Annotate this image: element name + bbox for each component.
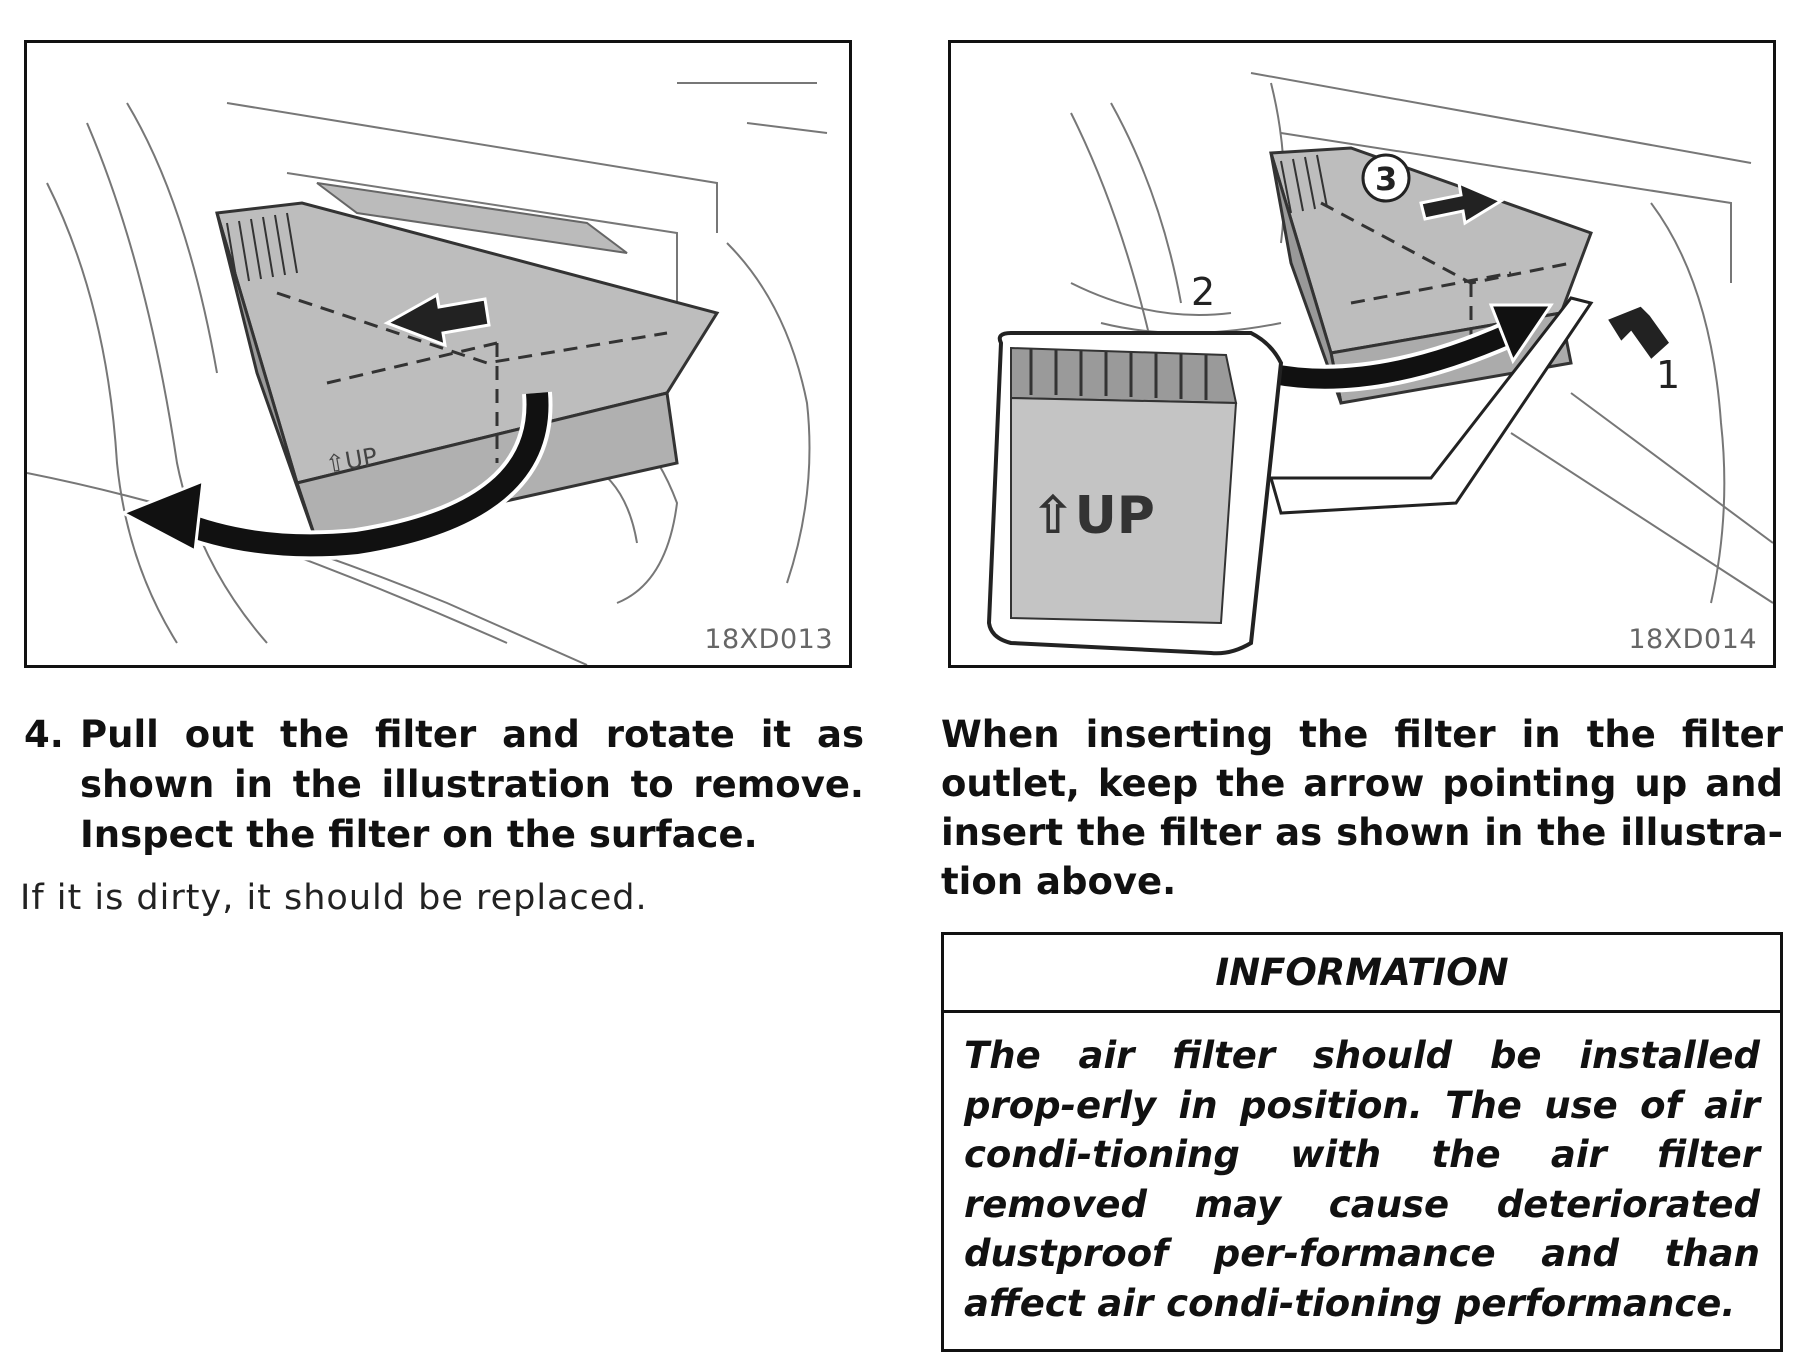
step-number-1: 1 xyxy=(1656,353,1680,397)
step-number: 4. xyxy=(24,713,64,756)
filter-insertion-drawing: 3 2 1 ⇧UP xyxy=(986,72,1773,656)
step-number-3: 3 xyxy=(1375,160,1397,198)
information-box: INFORMATION The air filter should be ins… xyxy=(941,932,1783,1352)
figure-code: 18XD014 xyxy=(1628,624,1757,655)
illustration-filter-insertion: 3 2 1 ⇧UP 18XD014 xyxy=(948,40,1776,668)
information-body: The air filter should be installed prop-… xyxy=(964,1034,1760,1325)
replacement-note: If it is dirty, it should be replaced. xyxy=(20,878,648,918)
illustration-filter-removal: ⇧UP 18XD013 xyxy=(24,40,852,668)
callout-up-label: ⇧UP xyxy=(1031,486,1155,546)
information-box-bottom-rule xyxy=(941,1349,1783,1352)
step-text: Pull out the filter and rotate it as sho… xyxy=(80,713,864,856)
insertion-instructions: When inserting the filter in the filter … xyxy=(941,713,1783,903)
step-number-2: 2 xyxy=(1191,270,1215,314)
filter-removal-drawing: ⇧UP xyxy=(27,82,828,665)
information-heading: INFORMATION xyxy=(944,935,1780,1013)
figure-code: 18XD013 xyxy=(704,624,833,655)
